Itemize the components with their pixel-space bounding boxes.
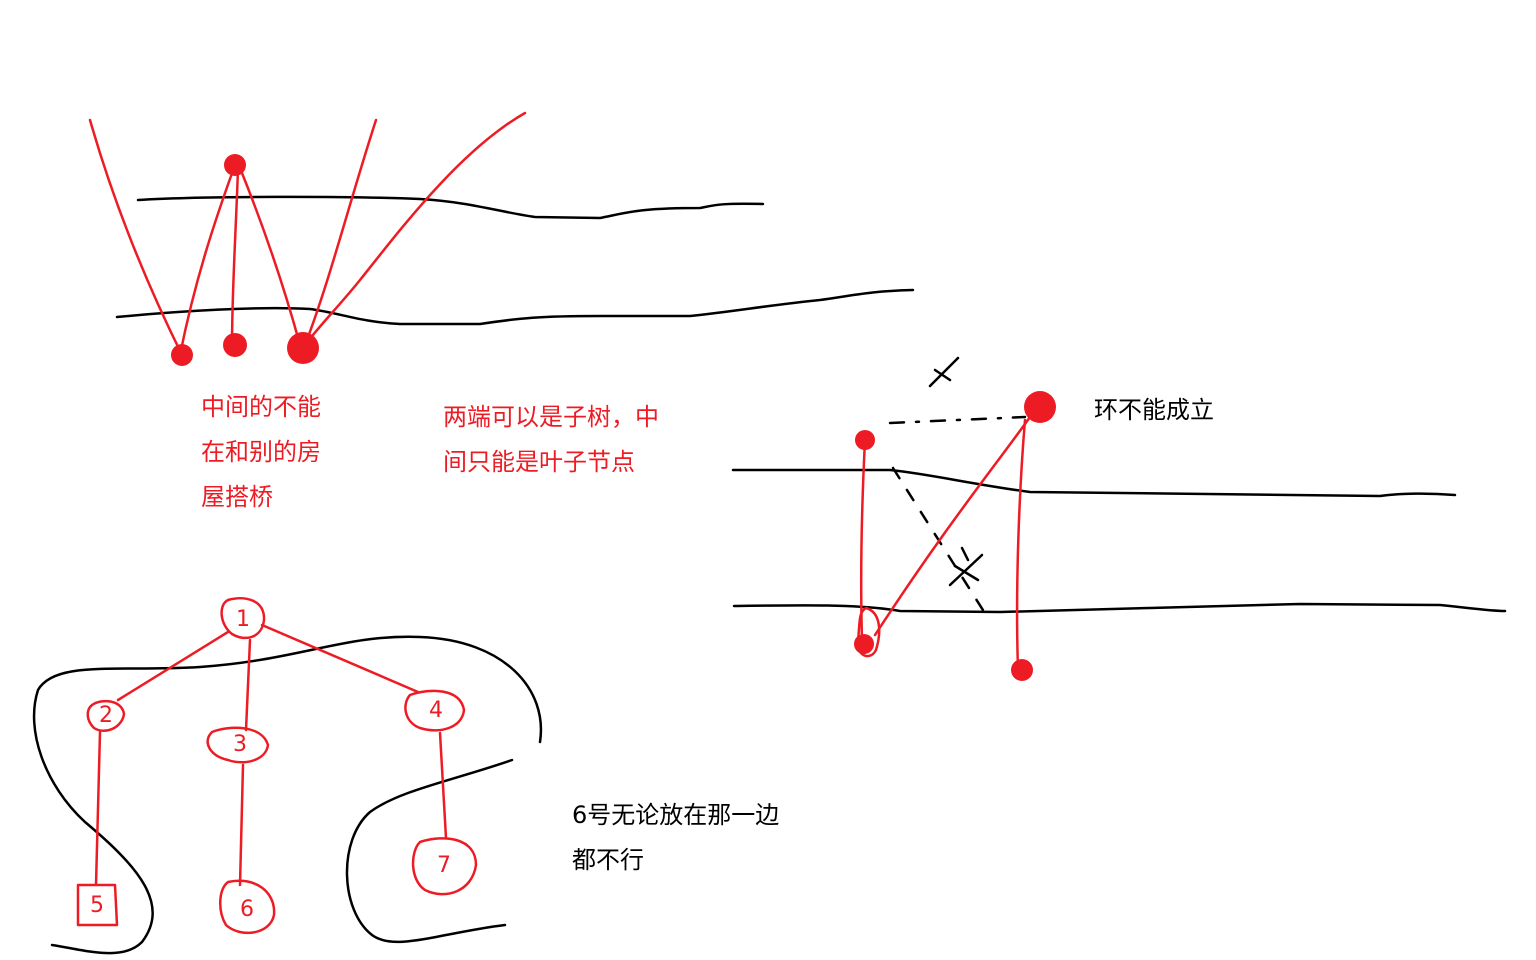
- house-dot: [854, 634, 874, 654]
- dashed-edge-top: [888, 415, 1027, 425]
- note-middle-cannot: 中间的不能 在和别的房 屋搭桥: [201, 385, 321, 520]
- tree-nodes: [76, 596, 478, 935]
- region-boundary: [32, 635, 543, 955]
- house-dot: [171, 344, 193, 366]
- river-bank-top: [136, 195, 765, 220]
- node-1-label: 1: [236, 607, 250, 632]
- node-2-label: 2: [99, 703, 113, 728]
- cycle-dots: [854, 391, 1056, 681]
- house-dot: [287, 332, 319, 364]
- node-3-outline: [206, 726, 270, 764]
- note-line: 屋搭桥: [201, 483, 273, 511]
- tree-edges: [94, 623, 448, 887]
- note-line: 两端可以是子树，中: [443, 403, 659, 431]
- house-dot: [223, 333, 247, 357]
- river-bank-bottom: [115, 288, 915, 326]
- bridge-lines: [88, 111, 527, 357]
- node-4-outline: [404, 689, 466, 732]
- cycle-lines: [856, 408, 1037, 672]
- note-cycle-invalid: 环不能成立: [1094, 396, 1214, 424]
- cross-mark-icon: [928, 356, 984, 587]
- note-node6: 6号无论放在那一边 都不行: [572, 793, 779, 883]
- house-dot: [1024, 391, 1056, 423]
- house-dots: [171, 154, 319, 366]
- river-bank-bottom-right: [732, 602, 1507, 614]
- dashed-edge-diagonal: [891, 466, 990, 620]
- note-line: 在和别的房: [201, 438, 321, 466]
- note-line: 中间的不能: [201, 393, 321, 421]
- river-bank-top-right: [731, 468, 1457, 498]
- node-3-label: 3: [233, 732, 247, 757]
- house-dot: [855, 430, 875, 450]
- note-line: 6号无论放在那一边: [572, 801, 780, 829]
- house-dot: [224, 154, 246, 176]
- node-5-label: 5: [90, 893, 104, 918]
- note-line: 都不行: [572, 846, 644, 874]
- note-line: 间只能是叶子节点: [443, 448, 635, 476]
- region-boundary-2: [345, 758, 514, 943]
- node-7-outline: [411, 837, 478, 896]
- node-7-label: 7: [437, 853, 451, 878]
- note-ends-subtree: 两端可以是子树，中 间只能是叶子节点: [443, 395, 659, 485]
- node-2-outline: [86, 699, 126, 732]
- node-1-outline: [220, 596, 266, 640]
- node-6-outline: [219, 879, 276, 935]
- house-dot: [1011, 659, 1033, 681]
- node-5-outline: [76, 883, 119, 927]
- node-6-label: 6: [240, 897, 254, 922]
- node-4-label: 4: [429, 698, 443, 723]
